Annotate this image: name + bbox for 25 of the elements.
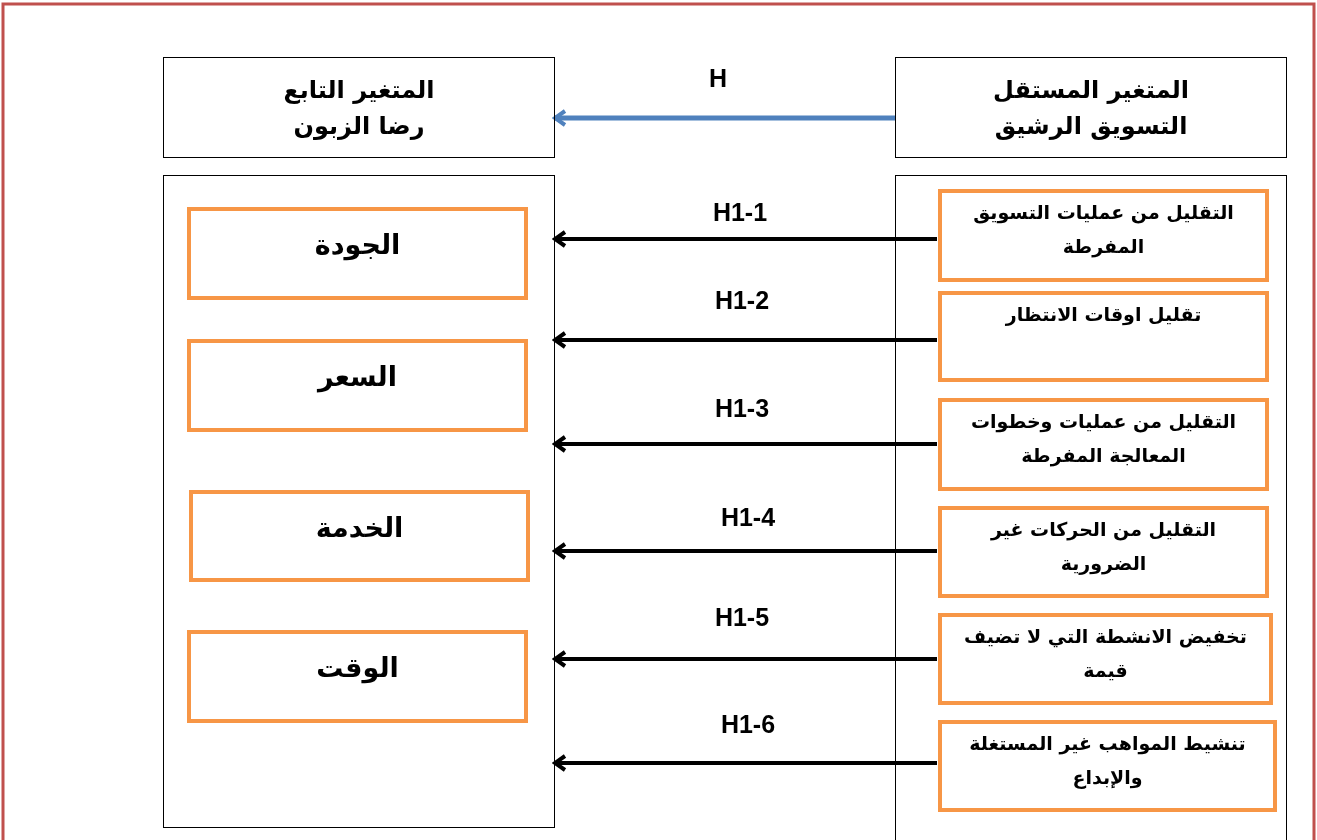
group-box [895, 175, 1287, 840]
variable-name: رضا الزبون [293, 110, 425, 142]
dimension-box: السعر [187, 339, 528, 432]
factor-box: التقليل من عمليات التسويق المفرطة [938, 189, 1269, 282]
arrow [553, 542, 937, 560]
variable-name: التسويق الرشيق [994, 110, 1188, 142]
dimension-box: الوقت [187, 630, 528, 723]
arrow [553, 331, 937, 349]
variable-heading: المتغير المستقل [993, 74, 1189, 106]
arrow [553, 754, 937, 772]
arrow [553, 435, 937, 453]
variable-heading: المتغير التابع [283, 74, 435, 106]
factor-box: تخفيض الانشطة التي لا تضيف قيمة [938, 613, 1273, 705]
arrow [553, 650, 937, 668]
variable-box [895, 57, 1287, 158]
arrow [553, 230, 937, 248]
variable-box [163, 57, 555, 158]
group-box [163, 175, 555, 828]
factor-box: التقليل من عمليات وخطوات المعالجة المفرطة [938, 398, 1269, 491]
arrow [553, 109, 895, 127]
factor-box: تنشيط المواهب غير المستغلة والإبداع [938, 720, 1277, 812]
dimension-box: الخدمة [189, 490, 530, 582]
factor-box: تقليل اوقات الانتظار [938, 291, 1269, 382]
dimension-box: الجودة [187, 207, 528, 300]
factor-box: التقليل من الحركات غير الضرورية [938, 506, 1269, 598]
